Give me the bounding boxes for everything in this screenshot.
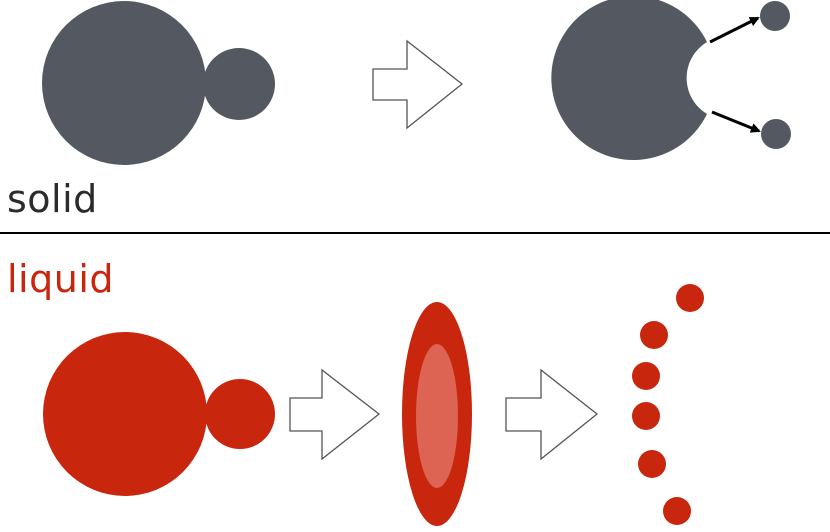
solid-panel [42, 0, 791, 165]
liquid-droplet [638, 450, 666, 478]
liquid-sheet-highlight [416, 344, 458, 488]
liquid-droplet [663, 497, 691, 525]
solid-ejected-fragment-top [760, 1, 790, 31]
motion-arrow-icon [709, 16, 760, 44]
solid-large-body [42, 1, 206, 165]
liquid-droplet [640, 321, 668, 349]
motion-arrow-icon [711, 110, 761, 133]
liquid-large-drop [43, 332, 207, 496]
solid-cratered-body [551, 0, 707, 160]
liquid-droplet [676, 284, 704, 312]
liquid-label: liquid [7, 257, 114, 301]
liquid-droplet [632, 402, 660, 430]
solid-label: solid [7, 177, 98, 221]
solid-ejected-fragment-bottom [761, 119, 791, 149]
block-arrow-right-icon [505, 368, 599, 461]
liquid-droplet [632, 362, 660, 390]
block-arrow-right-icon [289, 368, 381, 461]
liquid-panel [43, 284, 704, 526]
block-arrow-right-icon [372, 39, 464, 130]
solid-small-body [203, 48, 275, 120]
liquid-small-drop [205, 379, 275, 449]
